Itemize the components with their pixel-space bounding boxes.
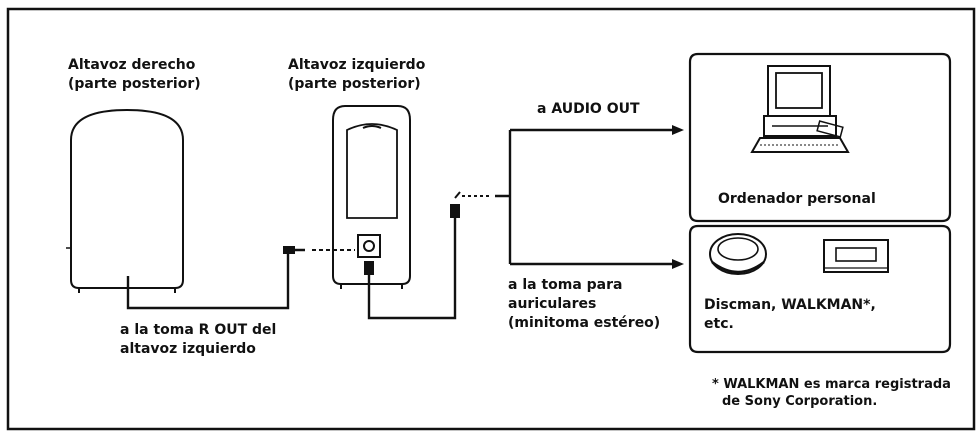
right-speaker-illustration xyxy=(66,108,184,293)
left-speaker-subtitle: (parte posterior) xyxy=(288,76,421,92)
headphone-jack-label-line3: (minitoma estéreo) xyxy=(508,315,661,331)
left-speaker-illustration xyxy=(332,105,411,289)
footnote-line2: de Sony Corporation. xyxy=(722,394,878,409)
left-speaker-label: Altavoz izquierdo (parte posterior) xyxy=(288,56,425,94)
footnote: * WALKMAN es marca registrada de Sony Co… xyxy=(712,376,951,410)
left-speaker-title: Altavoz izquierdo xyxy=(288,57,426,73)
computer-box xyxy=(688,52,952,223)
computer-illustration xyxy=(750,65,850,153)
portable-player-box xyxy=(688,224,952,354)
walkman-illustration xyxy=(823,239,889,273)
input-cable xyxy=(367,191,510,320)
outer-frame xyxy=(6,7,976,431)
headphone-jack-label-line1: a la toma para xyxy=(508,277,623,293)
source-branch-lines xyxy=(508,125,684,269)
audio-out-label: a AUDIO OUT xyxy=(537,101,640,117)
portable-player-label-line2: etc. xyxy=(704,316,734,332)
headphone-jack-label-line2: auriculares xyxy=(508,296,597,312)
r-out-label-line2: altavoz izquierdo xyxy=(120,341,256,357)
portable-player-label-line1: Discman, WALKMAN*, xyxy=(704,297,876,313)
right-speaker-subtitle: (parte posterior) xyxy=(68,76,201,92)
r-out-label-line1: a la toma R OUT del xyxy=(120,322,277,338)
footnote-line1: * WALKMAN es marca registrada xyxy=(712,377,951,392)
speaker-link-cable xyxy=(126,246,355,310)
right-speaker-label: Altavoz derecho (parte posterior) xyxy=(68,56,201,94)
headphone-jack-label: a la toma para auriculares (minitoma est… xyxy=(508,276,660,333)
portable-player-label: Discman, WALKMAN*, etc. xyxy=(704,296,876,334)
right-speaker-title: Altavoz derecho xyxy=(68,57,196,73)
r-out-label: a la toma R OUT del altavoz izquierdo xyxy=(120,321,276,359)
computer-label: Ordenador personal xyxy=(718,191,876,207)
discman-illustration xyxy=(709,233,767,275)
